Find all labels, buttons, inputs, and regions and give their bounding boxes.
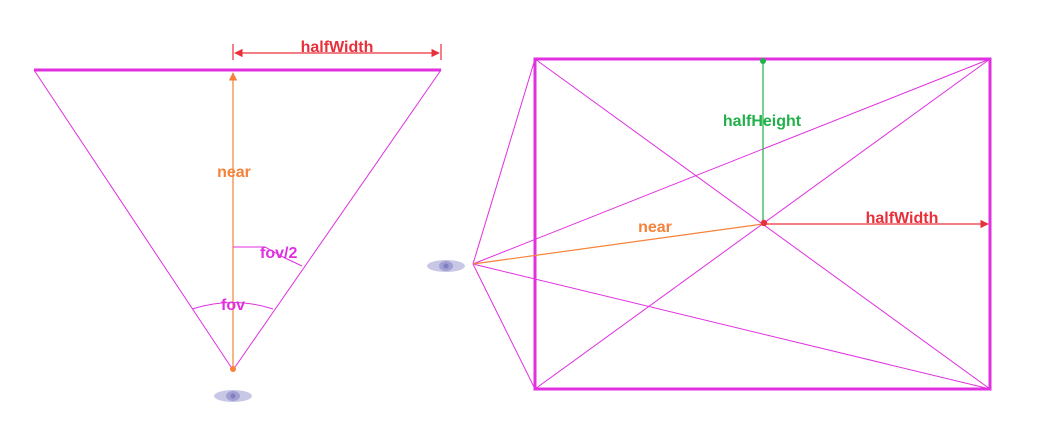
eye-icon	[427, 260, 465, 272]
eye-ray-tl	[472, 58, 536, 265]
near-label-right: near	[638, 219, 672, 236]
eye-ray-br	[472, 263, 991, 390]
fov-label: fov	[221, 297, 245, 314]
eye-ray-bl	[472, 263, 536, 390]
near-axis-origin	[230, 366, 236, 372]
perspective-view-diagram: halfHeight halfWidth near	[427, 57, 992, 391]
half-height-top-dot	[760, 58, 766, 64]
center-point	[760, 219, 768, 227]
half-width-label-right: halfWidth	[866, 210, 939, 227]
half-fov-label: fov/2	[260, 245, 297, 262]
side-view-diagram: halfWidth near fov/2 fov	[33, 39, 442, 402]
near-label: near	[217, 164, 251, 181]
frustum-right-edge	[232, 69, 442, 371]
eye-ray-tr	[472, 58, 991, 265]
half-fov-arc	[233, 246, 303, 267]
eye-icon	[214, 390, 252, 402]
half-height-label: halfHeight	[723, 113, 802, 130]
near-line	[472, 223, 764, 265]
half-width-label: halfWidth	[301, 39, 374, 56]
frustum-left-edge	[33, 69, 234, 371]
fov-arc	[191, 302, 274, 310]
